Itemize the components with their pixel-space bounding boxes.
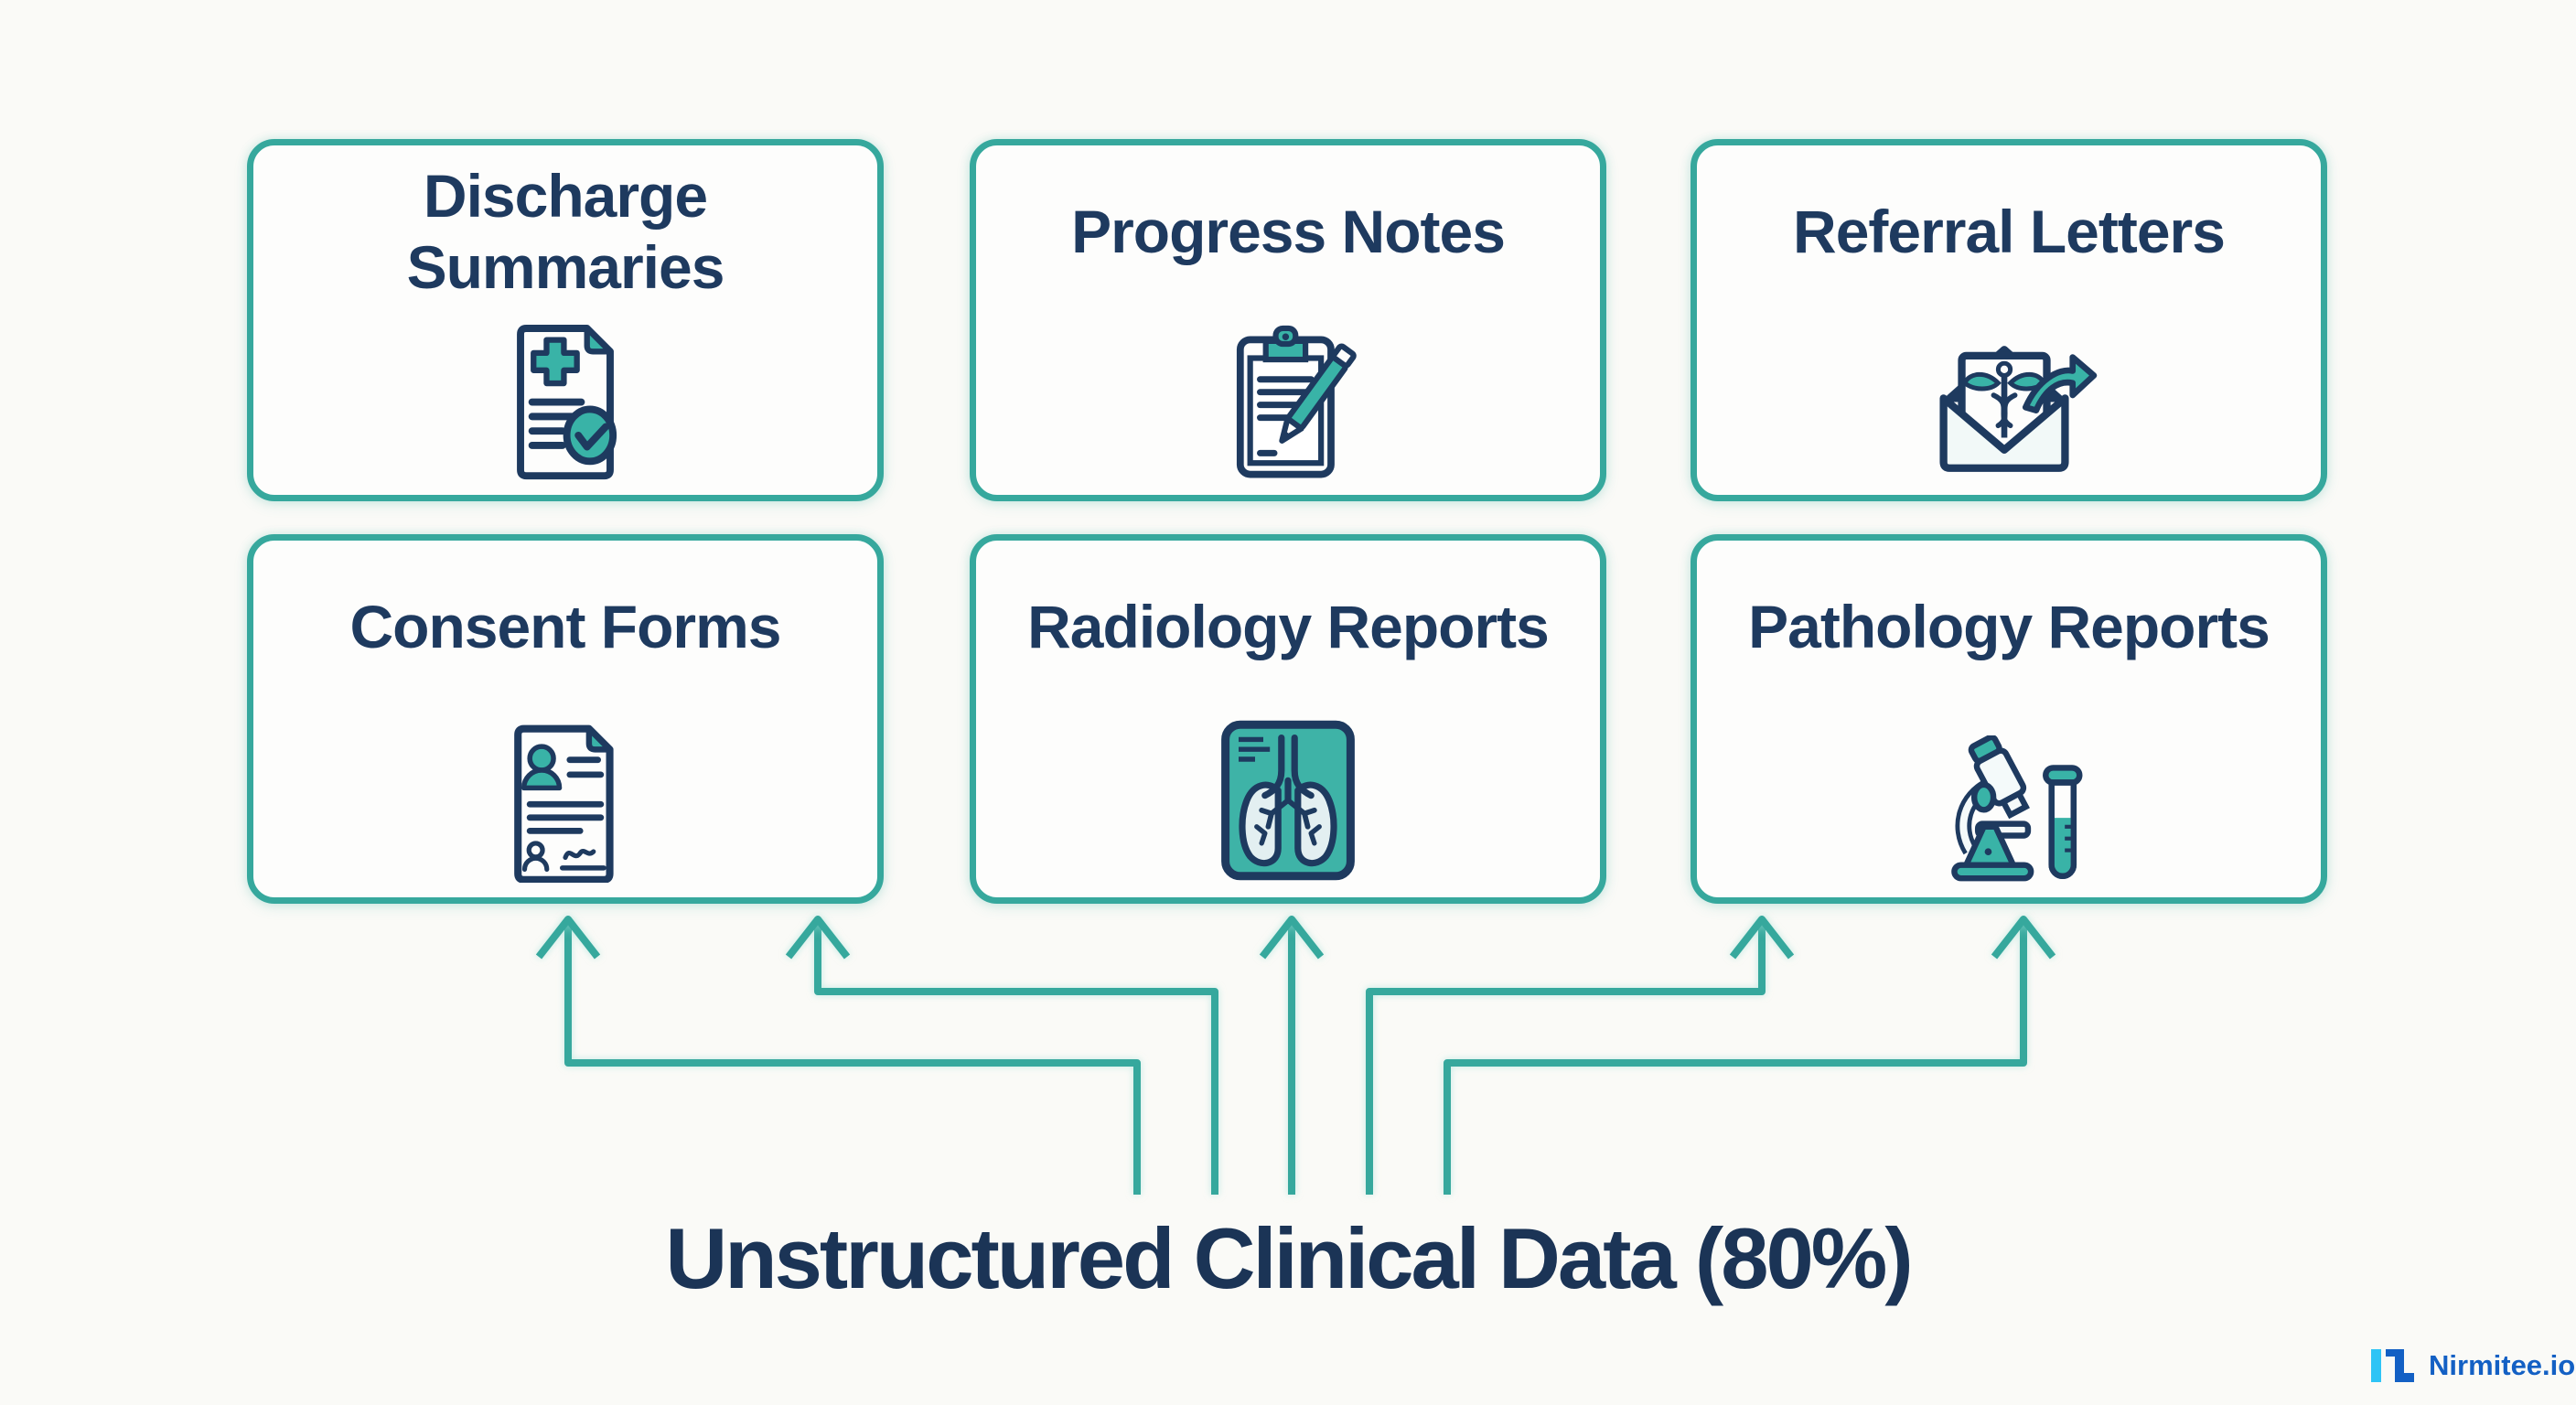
card-progress-notes: Progress Notes [970,139,1606,501]
footer-title: Unstructured Clinical Data (80%) [665,1210,1913,1306]
arrow-to-consent-forms-right [814,920,1218,1195]
card-radiology-reports: Radiology Reports [970,534,1606,904]
microscope-test-tube-icon [1951,735,2083,882]
card-consent-forms: Consent Forms [247,534,884,904]
card-pathology-reports: Pathology Reports [1690,534,2327,904]
arrowhead [1729,916,1795,960]
discharge-document-check-icon [517,325,617,480]
card-title: Radiology Reports [1027,593,1550,661]
clipboard-pen-icon [1236,325,1357,478]
card-title: Pathology Reports [1748,593,2270,661]
card-title: Consent Forms [349,593,781,661]
nirmitee-logo-icon [2371,1349,2414,1382]
arrowhead [535,916,601,960]
card-title: Progress Notes [1071,198,1506,266]
card-referral-letters: Referral Letters [1690,139,2327,501]
arrow-to-pathology-reports [1444,920,2027,1195]
logo-text: Nirmitee.io [2429,1349,2576,1381]
chest-xray-lungs-icon [1221,720,1355,881]
arrowhead [1259,916,1325,960]
nirmitee-logo: Nirmitee.io [2366,1348,2575,1383]
envelope-caduceus-arrow-icon [1939,346,2098,472]
card-title: Referral Letters [1793,198,2226,266]
card-title: Discharge Summaries [406,162,725,301]
arrow-to-consent-forms [564,920,1141,1195]
consent-form-signature-icon [514,724,614,883]
arrowhead [1991,916,2056,960]
arrow-to-pathology-reports-left [1366,920,1766,1195]
card-discharge-summaries: Discharge Summaries [247,139,884,501]
arrowhead [785,916,851,960]
